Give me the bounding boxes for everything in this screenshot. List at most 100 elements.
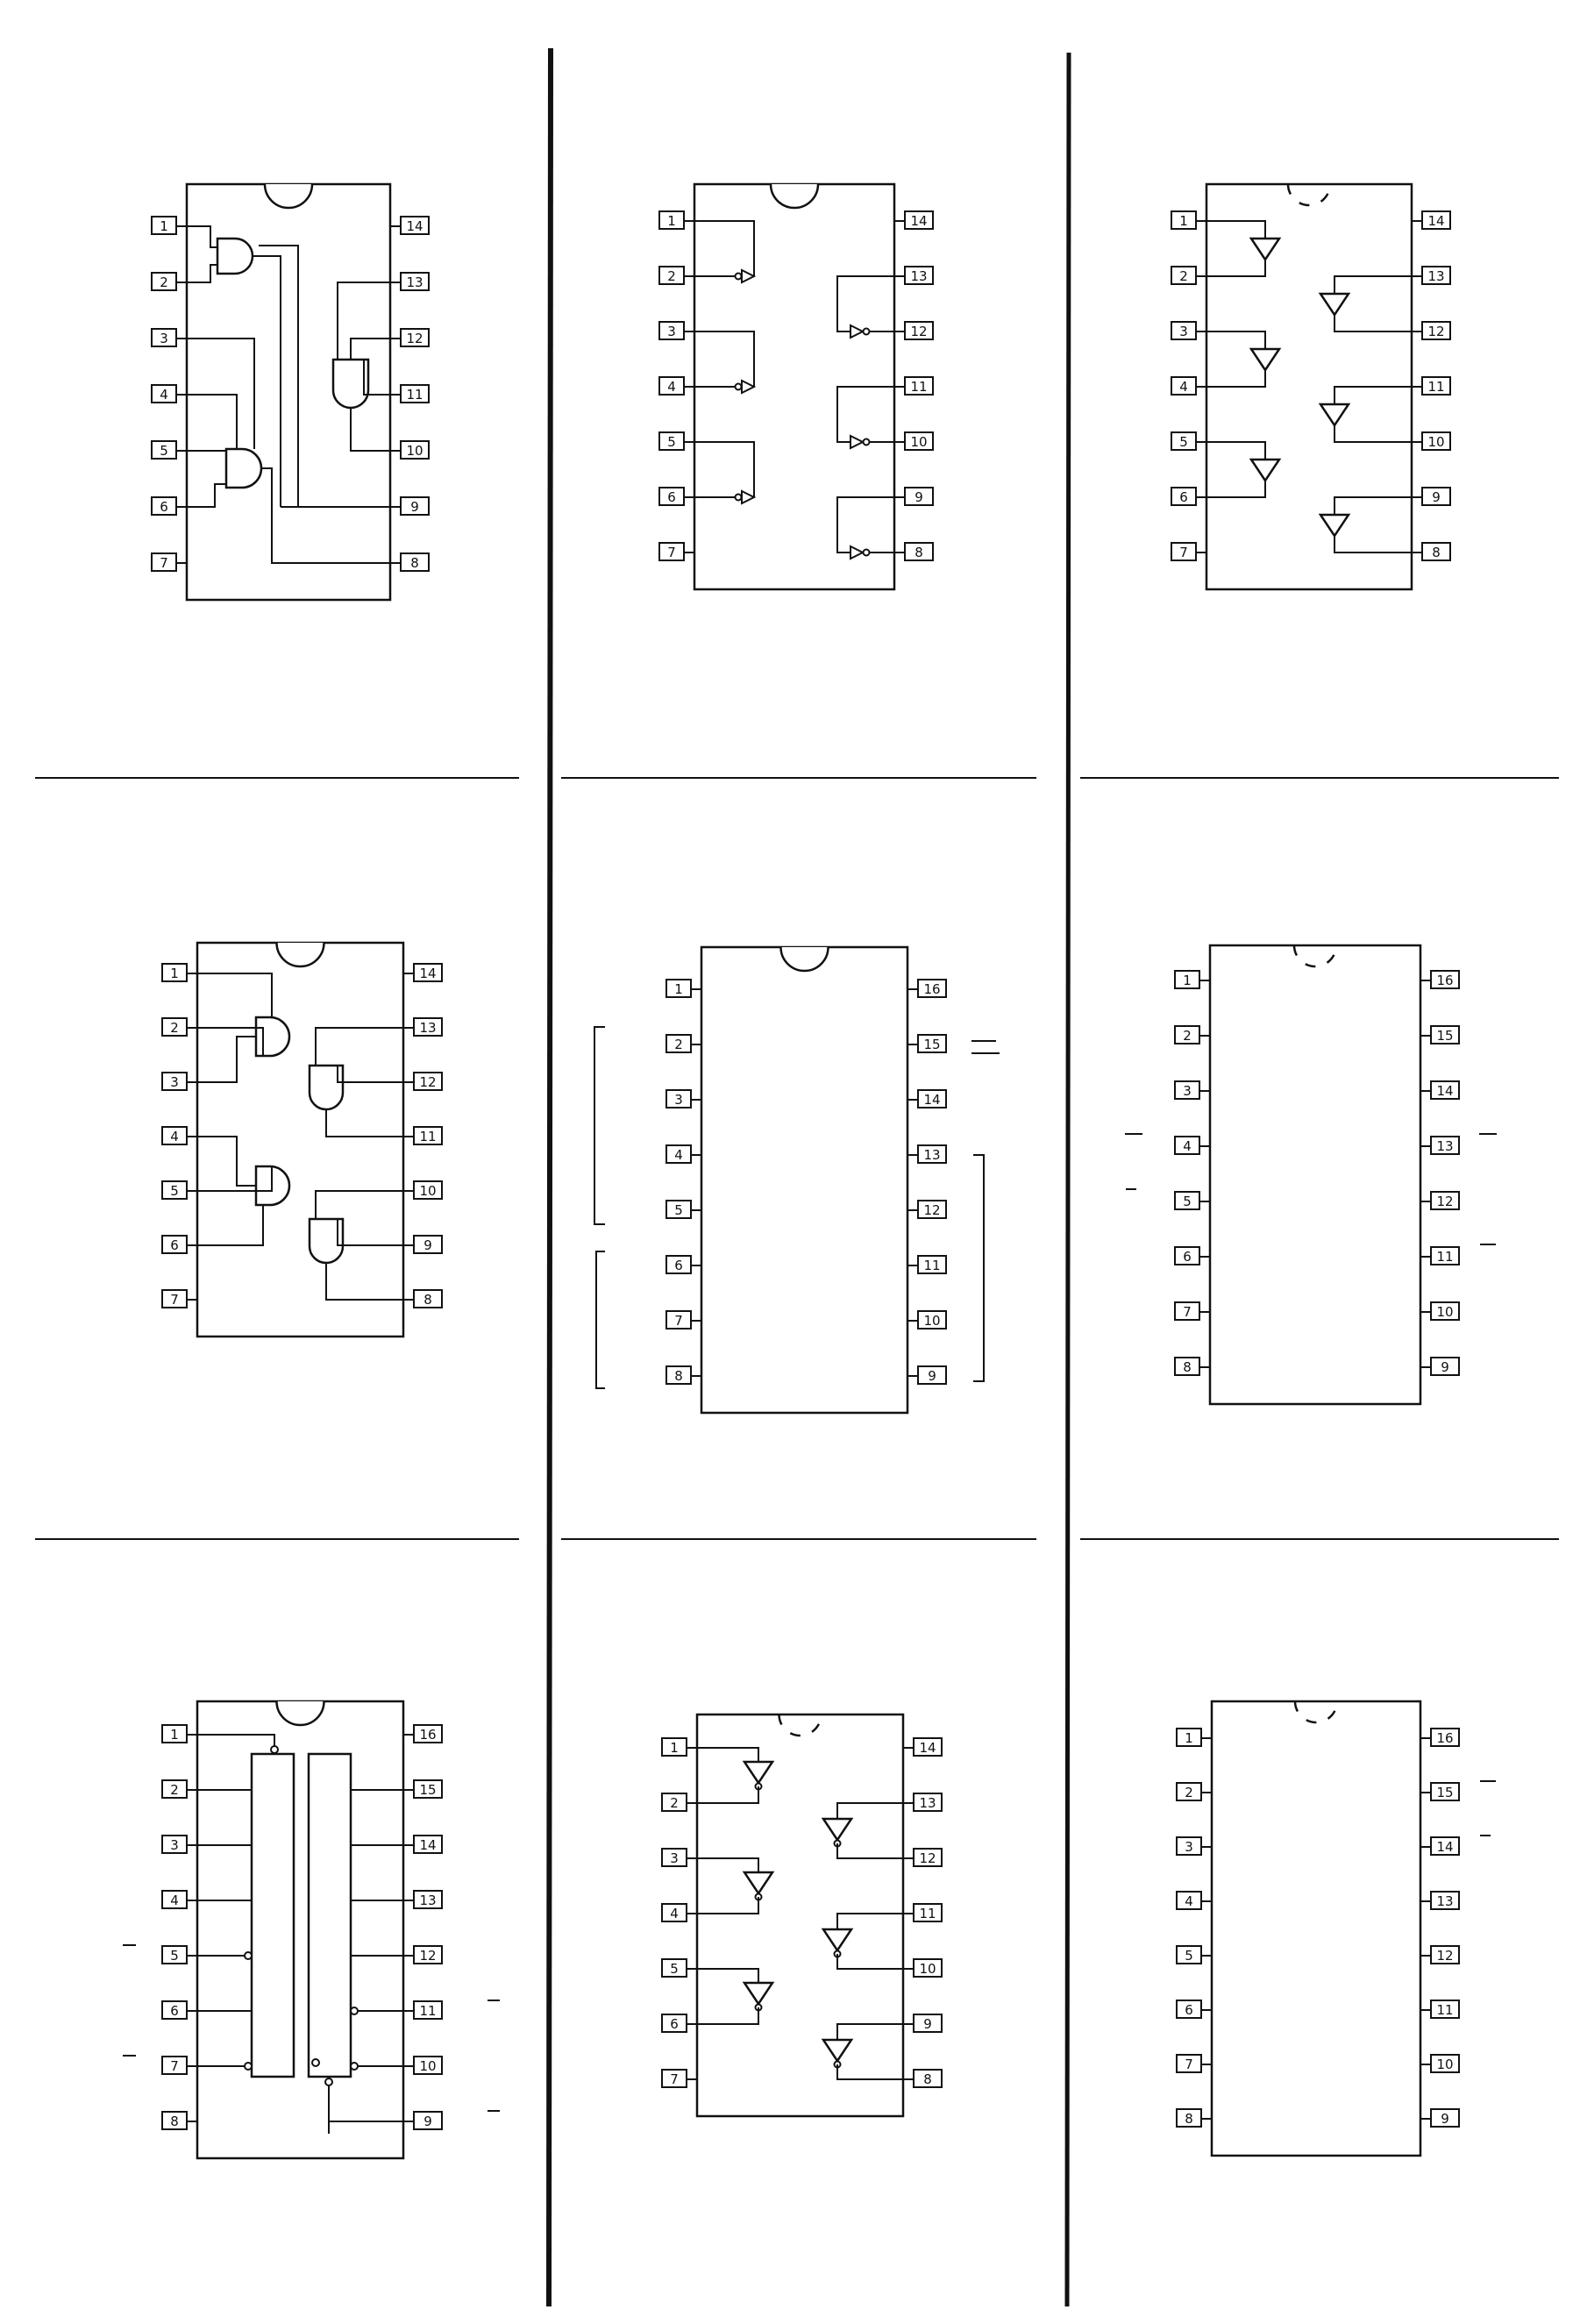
- pin-left: 2: [665, 1034, 701, 1053]
- inverter-symbol: [850, 545, 865, 560]
- pin-number: 7: [1185, 2057, 1193, 2072]
- pin-number: 12: [1436, 1948, 1453, 1964]
- pin-number: 2: [160, 274, 168, 290]
- pin-number: 10: [919, 1961, 936, 1977]
- pin-number: 4: [170, 1893, 179, 1908]
- pin-left: 2: [161, 1779, 197, 1799]
- trace: [197, 1166, 273, 1192]
- pin-number: 8: [1185, 2111, 1193, 2127]
- pin-number: 11: [419, 1129, 436, 1144]
- inverter-symbol: [850, 324, 865, 339]
- pin-number: 3: [170, 1074, 179, 1090]
- pin-number: 2: [1183, 1028, 1192, 1044]
- pin-number: 8: [674, 1368, 683, 1384]
- pin-number: 4: [674, 1147, 683, 1163]
- trace: [259, 245, 299, 507]
- internal-logic: [1480, 1780, 1496, 1836]
- trace: [836, 2023, 903, 2040]
- trace: [337, 1066, 403, 1083]
- pin-right: 10: [403, 1180, 443, 1200]
- pin-number: 3: [1185, 1839, 1193, 1855]
- inversion-bubble: [244, 2062, 253, 2071]
- trace: [1334, 496, 1412, 515]
- internal-logic: [697, 1747, 903, 2080]
- pin-right: 12: [403, 1945, 443, 1964]
- pin-right: 9: [390, 496, 430, 516]
- pin-number: 5: [170, 1948, 179, 1964]
- pin-right: 13: [403, 1017, 443, 1037]
- pin-number: 4: [670, 1906, 679, 1921]
- pin-left: 3: [1176, 1836, 1212, 1856]
- inversion-bubble: [350, 2062, 359, 2071]
- inversion-bubble: [862, 548, 871, 557]
- buffer-symbol: [1318, 292, 1351, 317]
- pin-left: 6: [161, 2000, 197, 2020]
- pin-left: 3: [1171, 321, 1206, 340]
- trace: [197, 1027, 264, 1056]
- trace: [694, 220, 755, 276]
- pin-number: 15: [923, 1037, 940, 1052]
- ic-package-body: [196, 941, 405, 1338]
- pin-number: 1: [170, 1727, 179, 1743]
- inversion-bubble: [270, 1745, 279, 1754]
- pin-number: 1: [670, 1740, 679, 1756]
- pin-number: 12: [1436, 1194, 1453, 1209]
- pin-left: 3: [161, 1835, 197, 1854]
- inverter-symbol: [850, 434, 865, 450]
- pin-right: 13: [1412, 266, 1451, 285]
- pin-number: 7: [170, 2058, 179, 2074]
- orientation-notch: [263, 183, 314, 210]
- pin-right: 11: [403, 2000, 443, 2020]
- pin-right: 16: [907, 979, 947, 998]
- pin-number: 4: [1185, 1893, 1193, 1909]
- pin-number: 13: [419, 1893, 436, 1908]
- pin-number: 3: [160, 331, 168, 346]
- trace: [197, 1205, 264, 1246]
- pin-right: 13: [403, 1890, 443, 1909]
- pin-left: 4: [658, 376, 694, 396]
- pin-number: 7: [1179, 545, 1188, 560]
- pin-left: 2: [661, 1793, 697, 1812]
- orientation-notch: [779, 946, 829, 973]
- pin-right: 15: [907, 1034, 947, 1053]
- monostable-b-box: [307, 1752, 352, 2078]
- pin-number: 9: [410, 499, 419, 515]
- pin-left: 5: [1176, 1945, 1212, 1964]
- orientation-notch: [1286, 183, 1332, 207]
- dividers: [35, 47, 1559, 2307]
- pin-number: 2: [1185, 1785, 1193, 1800]
- buffer-symbol: [821, 1817, 854, 1843]
- pin-number: 14: [923, 1092, 940, 1108]
- internal-logic: [187, 225, 390, 564]
- pin-right: 11: [903, 1903, 943, 1922]
- internal-logic: [197, 973, 403, 1301]
- pin-right: 16: [403, 1724, 443, 1743]
- pin-number: 4: [667, 379, 676, 395]
- pin-right: 11: [1420, 1246, 1460, 1265]
- pin-right: 8: [390, 552, 430, 572]
- pin-number: 6: [1183, 1249, 1192, 1265]
- pin-right: 10: [1420, 1301, 1460, 1321]
- buffer-symbol: [742, 1871, 775, 1896]
- pin-right: 9: [1420, 1357, 1460, 1376]
- pin-number: 15: [1436, 1028, 1453, 1044]
- trace: [1206, 331, 1266, 349]
- pin-right: 9: [1420, 2108, 1460, 2128]
- pin-number: 11: [1436, 2002, 1453, 2018]
- pin-number: 2: [674, 1037, 683, 1052]
- pin-right: 12: [403, 1072, 443, 1091]
- pin-number: 3: [674, 1092, 683, 1108]
- pin-left: 5: [661, 1958, 697, 1978]
- pin-right: 8: [1412, 542, 1451, 561]
- pin-number: 14: [1427, 213, 1444, 229]
- pin-right: 10: [903, 1958, 943, 1978]
- pin-right: 9: [907, 1365, 947, 1385]
- trace: [697, 1747, 759, 1762]
- trace: [1334, 275, 1412, 294]
- pin-right: 10: [907, 1310, 947, 1330]
- pin-number: 8: [423, 1292, 432, 1308]
